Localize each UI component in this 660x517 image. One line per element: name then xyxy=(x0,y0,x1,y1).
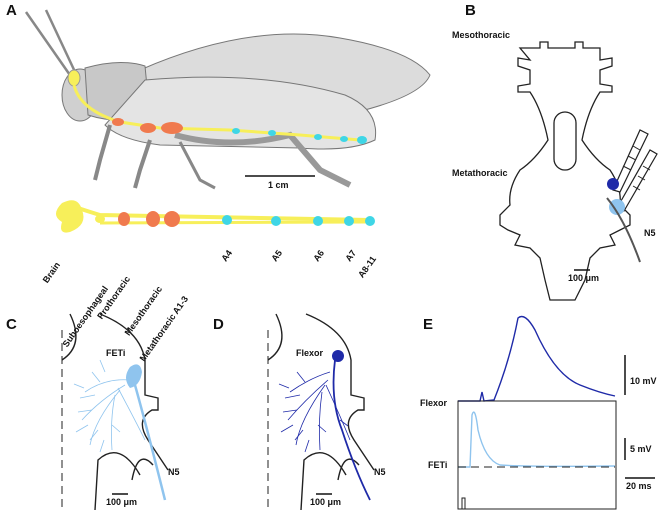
label-mesothoracic: Mesothoracic xyxy=(452,30,511,40)
panel-letter-b: B xyxy=(465,2,476,19)
scale-bar-d-label: 100 μm xyxy=(310,497,342,507)
panel-letter-c: C xyxy=(6,316,17,333)
scale-bar-c-label: 100 μm xyxy=(106,497,138,507)
trace-label-feti: FETi xyxy=(428,460,448,470)
scale-bar-e-voltage-2: 5 mV xyxy=(630,444,652,454)
scale-bar-e-time: 20 ms xyxy=(626,481,652,491)
label-n5-c: N5 xyxy=(168,467,180,477)
panel-letter-d: D xyxy=(213,316,224,333)
label-n5-b: N5 xyxy=(644,228,656,238)
panel-letter-a: A xyxy=(6,2,17,19)
label-feti-neuron: FETi xyxy=(106,348,126,358)
scale-bar-e-voltage-1: 10 mV xyxy=(630,376,657,386)
label-metathoracic: Metathoracic xyxy=(452,168,508,178)
label-flexor-neuron: Flexor xyxy=(296,348,324,358)
trace-label-flexor: Flexor xyxy=(420,398,448,408)
scale-bar-a-label: 1 cm xyxy=(268,180,289,190)
scale-bar-b-label: 100 μm xyxy=(568,273,600,283)
panel-letter-e: E xyxy=(423,316,434,333)
label-n5-d: N5 xyxy=(374,467,386,477)
